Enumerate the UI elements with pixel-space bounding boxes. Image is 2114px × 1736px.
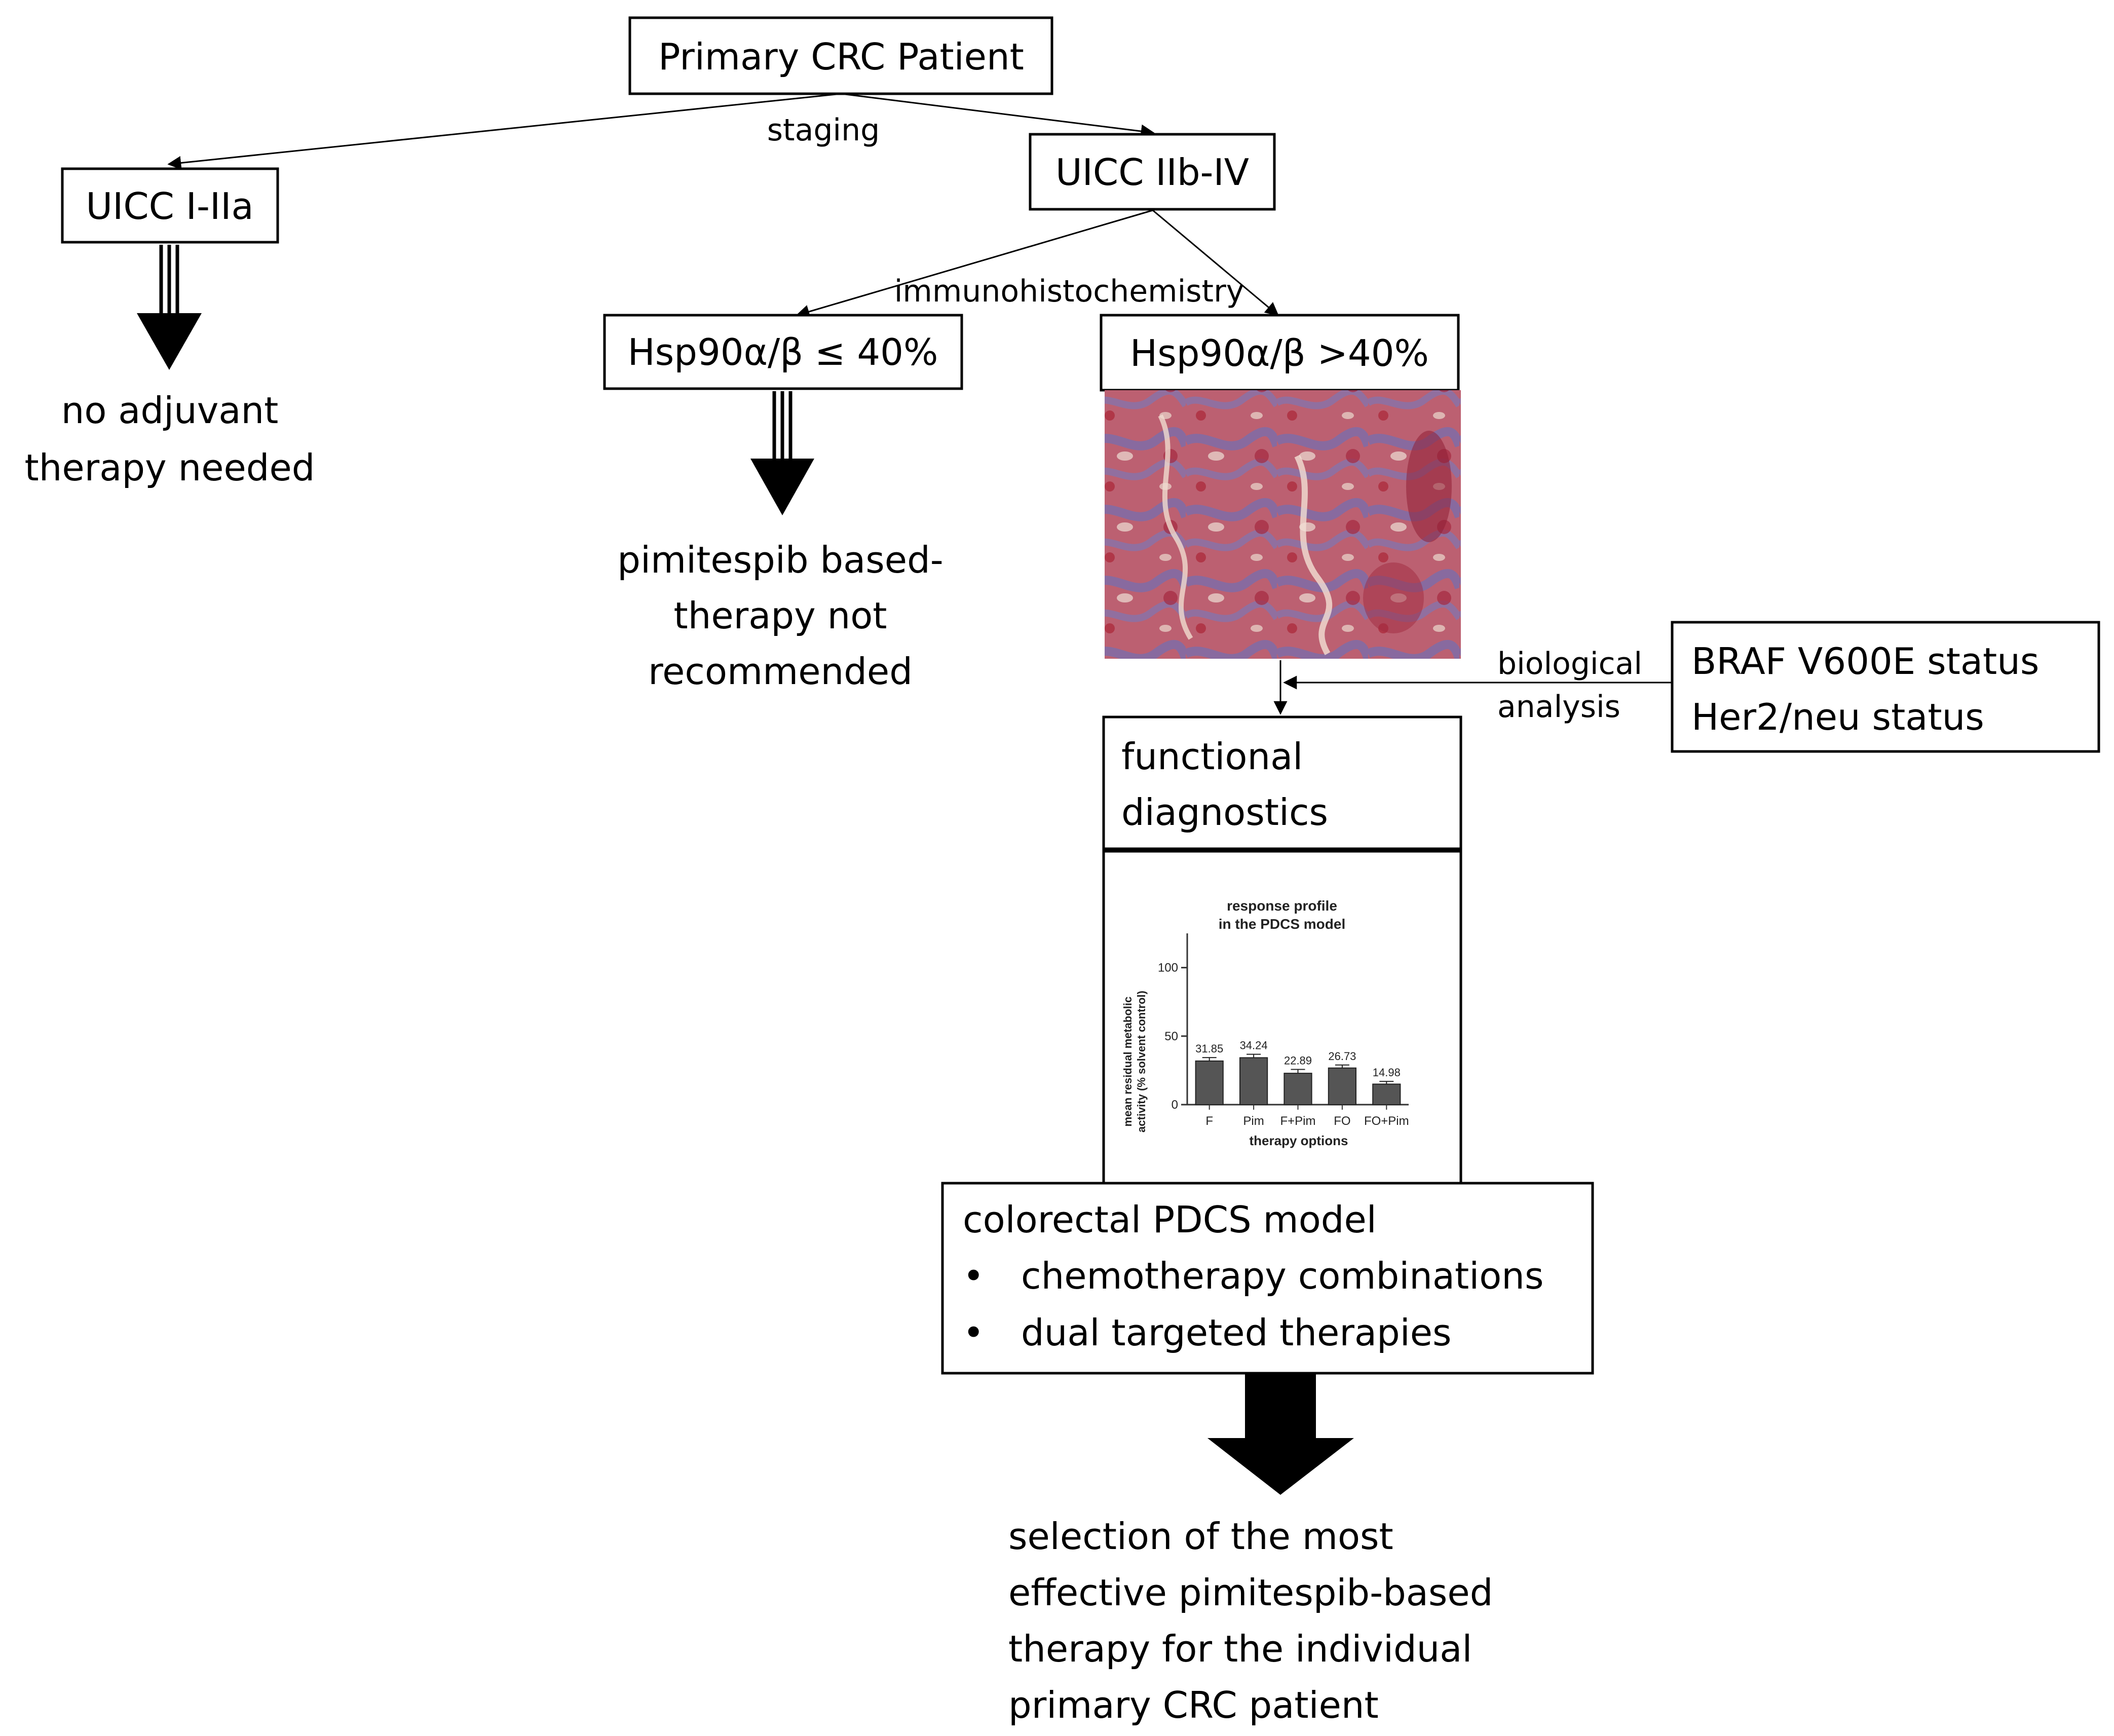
double-arrow-no-adjuvant [137,245,202,370]
node-braf-her2: BRAF V600E status Her2/neu status [1671,621,2100,753]
chart-bar [1284,1073,1312,1106]
chart-y-tick-label: 0 [1172,1098,1178,1112]
chart-ylabel-line1: mean residual metabolic [1121,997,1134,1127]
svg-text:functional: functional [1121,735,1303,778]
node-uicc-iib-iv: UICC IIb-IV [1029,133,1276,211]
node-hsp90-high: Hsp90α/β >40% [1100,314,1460,392]
edge-root-to-uicc-low [167,93,842,170]
node-hsp90-low: Hsp90α/β ≤ 40% [603,314,963,390]
label-staging: staging [767,112,880,148]
svg-text:recommended: recommended [648,650,913,693]
label-analysis: analysis [1497,689,1620,725]
edge-root-to-uicc-high [841,93,1155,138]
double-arrow-not-recommended [750,391,814,515]
outcome-not-recommended: pimitespib based- therapy not recommende… [617,539,943,693]
node-primary-crc-patient: Primary CRC Patient [628,16,1053,95]
chart-xlabel: therapy options [1249,1133,1348,1148]
svg-text:chemotherapy combinations: chemotherapy combinations [1021,1255,1543,1297]
response-profile-chart: response profile in the PDCS model mean … [1121,898,1409,1148]
svg-text:diagnostics: diagnostics [1121,791,1328,834]
label-biological: biological [1497,646,1642,682]
chart-bar [1372,1083,1401,1106]
chart-y-tick-label: 100 [1158,961,1178,975]
svg-text:no adjuvant: no adjuvant [61,389,279,432]
svg-text:UICC I-IIa: UICC I-IIa [86,185,253,228]
ihc-tissue-image [1105,390,1461,659]
svg-text:selection of the most: selection of the most [1008,1515,1393,1558]
svg-text:•: • [963,1255,984,1297]
chart-value-label: 34.24 [1240,1039,1268,1052]
svg-text:primary CRC patient: primary CRC patient [1008,1684,1379,1726]
chart-title-line2: in the PDCS model [1219,916,1345,932]
node-functional-diagnostics: functional diagnostics [1102,715,1462,850]
chart-bar [1328,1067,1356,1106]
connectors [167,93,1672,715]
chart-category-label: Pim [1243,1114,1264,1128]
chart-value-label: 22.89 [1284,1054,1312,1067]
svg-text:dual targeted therapies: dual targeted therapies [1021,1311,1452,1354]
chart-panel [1102,850,1462,1185]
chart-bar [1239,1057,1268,1105]
chart-value-label: 31.85 [1195,1042,1223,1055]
svg-text:Her2/neu status: Her2/neu status [1691,696,1984,738]
svg-text:therapy not: therapy not [674,594,887,637]
svg-text:BRAF V600E status: BRAF V600E status [1691,640,2039,683]
svg-text:therapy needed: therapy needed [24,446,315,489]
chart-value-label: 14.98 [1373,1066,1401,1079]
chart-ylabel-line2: activity (% solvent control) [1135,991,1148,1133]
chart-category-label: F+Pim [1280,1114,1315,1128]
label-immunohistochemistry: immunohistochemistry [894,274,1244,309]
svg-text:Primary CRC Patient: Primary CRC Patient [658,35,1024,78]
chart-title-line1: response profile [1227,898,1337,914]
svg-text:effective pimitespib-based: effective pimitespib-based [1008,1571,1493,1614]
chart-category-label: FO+Pim [1364,1114,1409,1128]
block-arrow-selection [1207,1373,1354,1495]
chart-bar [1195,1060,1224,1106]
chart-category-label: FO [1334,1114,1350,1128]
chart-category-label: F [1205,1114,1213,1128]
edge-uicc-high-to-hsp-low [796,209,1153,319]
svg-text:•: • [963,1311,984,1354]
edge-uicc-high-to-hsp-high [1152,209,1279,316]
svg-text:colorectal PDCS model: colorectal PDCS model [963,1198,1377,1241]
svg-text:Hsp90α/β ≤ 40%: Hsp90α/β ≤ 40% [628,331,938,373]
svg-text:therapy for the individual: therapy for the individual [1008,1628,1472,1670]
chart-value-label: 26.73 [1328,1050,1356,1063]
svg-text:Hsp90α/β >40%: Hsp90α/β >40% [1130,332,1429,374]
outcome-selection: selection of the most effective pimitesp… [1008,1515,1493,1726]
node-uicc-i-iia: UICC I-IIa [61,167,279,244]
chart-y-tick-label: 50 [1164,1030,1178,1043]
outcome-no-adjuvant: no adjuvant therapy needed [24,389,315,489]
node-colorectal-pdcs-model: colorectal PDCS model • chemotherapy com… [941,1182,1594,1375]
svg-text:pimitespib based-: pimitespib based- [617,539,943,581]
svg-text:UICC IIb-IV: UICC IIb-IV [1055,151,1249,194]
